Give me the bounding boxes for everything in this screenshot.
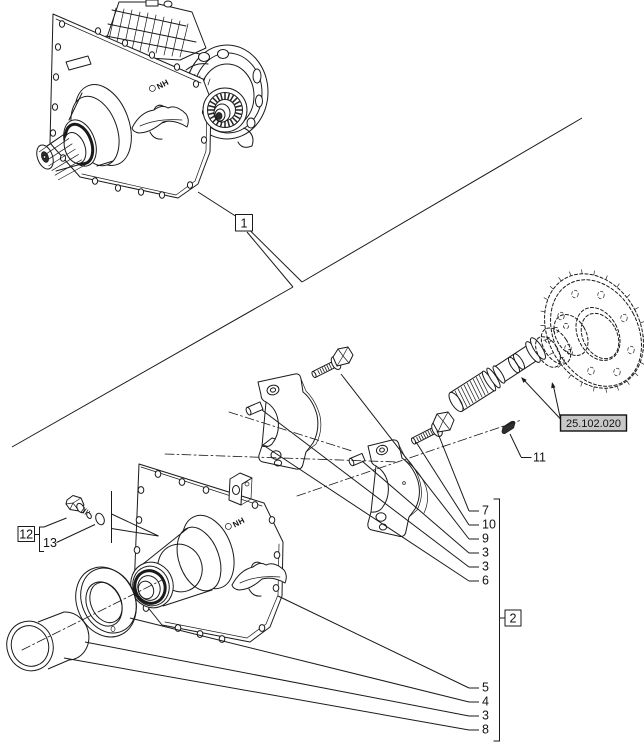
ref-section-callout: 25.102.020 <box>521 377 628 432</box>
ref-leader-gear <box>552 383 561 420</box>
ring-gear-teeth <box>540 269 644 393</box>
bracket-2 <box>493 498 500 742</box>
centerline-pinion-axis <box>296 420 521 497</box>
assembled-unit-drawing: NH <box>36 0 269 199</box>
ref-section-label[interactable]: 25.102.020 <box>566 418 621 430</box>
callout-12-13: 12 13 <box>17 517 96 552</box>
callout-label-2[interactable]: 2 <box>510 612 517 626</box>
front-hub <box>36 84 132 181</box>
sleeve-part <box>6 611 90 672</box>
shaft-spline-hatch <box>38 132 86 181</box>
callout-box-12[interactable] <box>17 526 35 542</box>
leader-11 <box>509 433 522 458</box>
ref-section-box[interactable] <box>559 414 628 432</box>
output-bearing <box>202 87 248 133</box>
leader-5 <box>277 595 470 689</box>
leader-13 <box>56 524 96 543</box>
callout-box-2[interactable] <box>504 609 522 627</box>
ref-arrowhead-shaft <box>521 377 527 383</box>
plate-tab <box>65 55 92 71</box>
bracket-12 <box>39 526 44 552</box>
callout-ticks <box>469 510 479 731</box>
callout-label-9[interactable]: 9 <box>482 532 489 546</box>
centerline-sleeve-axis <box>21 579 163 651</box>
marker-fork-lower <box>111 528 159 537</box>
leader-unit-to-box1 <box>197 191 238 218</box>
ref-arrowhead-gear <box>551 382 556 389</box>
leader-4 <box>129 617 470 703</box>
callout-box-1[interactable] <box>235 214 253 232</box>
callout-label-11[interactable]: 11 <box>533 451 546 465</box>
callout-label-7[interactable]: 7 <box>482 504 489 518</box>
bearing-cap-lower <box>367 439 428 537</box>
callout-label-12[interactable]: 12 <box>19 528 33 542</box>
leader-3c <box>84 641 470 717</box>
pinion-spline-hatch <box>454 374 489 410</box>
marker-fork-upper <box>111 513 159 537</box>
callout-label-5[interactable]: 5 <box>482 681 489 695</box>
callout-label-4[interactable]: 4 <box>482 695 489 709</box>
housing-top-boss <box>228 472 253 506</box>
callout-columns: 7 10 9 3 3 6 5 4 3 8 2 <box>63 373 522 742</box>
callout-label-3c[interactable]: 3 <box>482 709 489 723</box>
leader-12 <box>43 517 67 528</box>
housing-wing-lug <box>231 561 287 597</box>
leader-8 <box>63 657 470 731</box>
dowel-pin-upper <box>245 401 264 416</box>
callout-label-6[interactable]: 6 <box>482 574 489 588</box>
centerline-dowels-lower <box>164 453 399 463</box>
plate-wing-lug <box>131 104 189 140</box>
box1-fork-lower <box>246 231 294 288</box>
leader-10 <box>415 441 470 526</box>
hex-bolt-upper <box>311 346 354 379</box>
leader-3a <box>361 460 470 554</box>
callout-label-8[interactable]: 8 <box>482 723 489 737</box>
separator-line-lower <box>11 286 294 448</box>
hex-bolt-lower <box>410 411 455 445</box>
dowel-pin-lower <box>348 452 366 467</box>
callout-label-1[interactable]: 1 <box>241 217 248 231</box>
bearing-cap-upper <box>257 373 322 470</box>
o-ring-part <box>95 512 105 526</box>
leader-9 <box>340 373 470 540</box>
bearing-cluster-phantom <box>535 314 589 368</box>
callout-label-10[interactable]: 10 <box>482 518 496 532</box>
callout-label-3a[interactable]: 3 <box>482 546 489 560</box>
pinion-shaft-body <box>481 337 547 392</box>
roll-pin-part <box>501 420 516 434</box>
box1-fork-upper <box>249 230 303 283</box>
clutch-pack <box>103 0 207 61</box>
separator-line-upper <box>301 117 583 283</box>
leader-6 <box>265 446 470 582</box>
drain-plug-part <box>65 495 92 519</box>
ref-leader-shaft <box>522 378 561 420</box>
exploded-housing-drawing: NH <box>130 437 300 643</box>
pinion-gear-group: 25.102.020 11 <box>448 269 644 465</box>
plug-group: 12 13 <box>17 491 159 552</box>
callout-label-13[interactable]: 13 <box>43 536 57 550</box>
ring-gear-phantom <box>540 269 644 393</box>
seal-ring-part <box>75 566 137 638</box>
separator-and-callout-1: 1 <box>11 117 583 448</box>
ring-gear-bolt-holes <box>557 289 635 377</box>
callout-11: 11 <box>509 433 546 465</box>
leader-7 <box>436 430 470 512</box>
leader-3b <box>261 409 470 568</box>
callout-label-3b[interactable]: 3 <box>482 560 489 574</box>
